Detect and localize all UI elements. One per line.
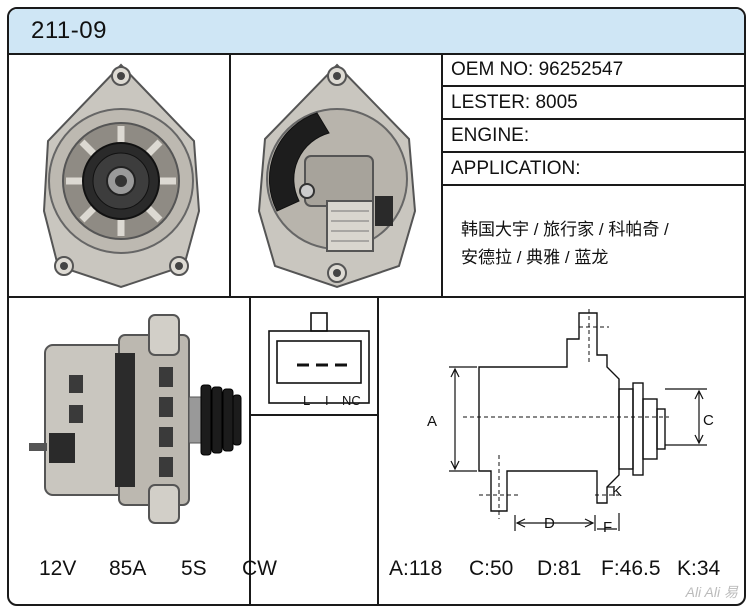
application-line-1: 韩国大宇 / 旅行家 / 科帕奇 / (461, 220, 669, 239)
oem-number: OEM NO: 96252547 (451, 59, 624, 80)
dim-k-label: K (612, 483, 623, 500)
pin-label-l: L (303, 393, 311, 408)
dim-d-label: D (544, 515, 555, 532)
dim-a-label: A (427, 413, 438, 430)
rotation-value: CW (242, 557, 277, 580)
dim-c-value: C:50 (469, 557, 514, 580)
divider (443, 85, 744, 87)
application-label: APPLICATION: (451, 158, 581, 179)
part-number-title: 211-09 (31, 17, 107, 44)
amperage-value: 85A (109, 557, 147, 580)
dim-k-value: K:34 (677, 557, 721, 580)
divider (229, 53, 231, 297)
divider (377, 296, 379, 604)
voltage-value: 12V (39, 557, 77, 580)
title-bar: 211-09 (9, 9, 744, 55)
dim-f-label: F (603, 519, 613, 536)
dim-d-value: D:81 (537, 557, 582, 580)
divider (249, 414, 379, 416)
engine-label: ENGINE: (451, 125, 530, 146)
alternator-front-view (42, 63, 201, 289)
alternator-side-view (29, 314, 242, 524)
divider (249, 296, 251, 604)
divider (9, 296, 744, 298)
pin-label-i: I (325, 393, 329, 408)
application-line-2: 安德拉 / 典雅 / 蓝龙 (461, 248, 609, 267)
dim-f-value: F:46.5 (601, 557, 661, 580)
dim-c-label: C (703, 412, 714, 429)
divider (441, 53, 443, 297)
alternator-rear-view (257, 63, 417, 289)
divider (443, 184, 744, 186)
lester-number: LESTER: 8005 (451, 92, 578, 113)
product-sheet: 211-09 OEM NO: 96252547 LESTER: 8005 ENG… (7, 7, 746, 606)
side-housing (29, 314, 242, 524)
connector-diagram (268, 312, 370, 404)
divider (443, 118, 744, 120)
pin-label-nc: NC (342, 393, 361, 408)
spec-panel: OEM NO: 96252547 LESTER: 8005 ENGINE: AP… (443, 53, 744, 297)
divider (443, 151, 744, 153)
dim-a-value: A:118 (389, 557, 443, 580)
front-housing (42, 63, 201, 289)
watermark: Ali Ali 易 (685, 584, 738, 600)
pulley-value: 5S (181, 557, 207, 580)
application-list: 韩国大宇 / 旅行家 / 科帕奇 / 安德拉 / 典雅 / 蓝龙 (461, 216, 744, 272)
rear-housing (257, 63, 417, 289)
dimension-drawing (449, 309, 707, 531)
